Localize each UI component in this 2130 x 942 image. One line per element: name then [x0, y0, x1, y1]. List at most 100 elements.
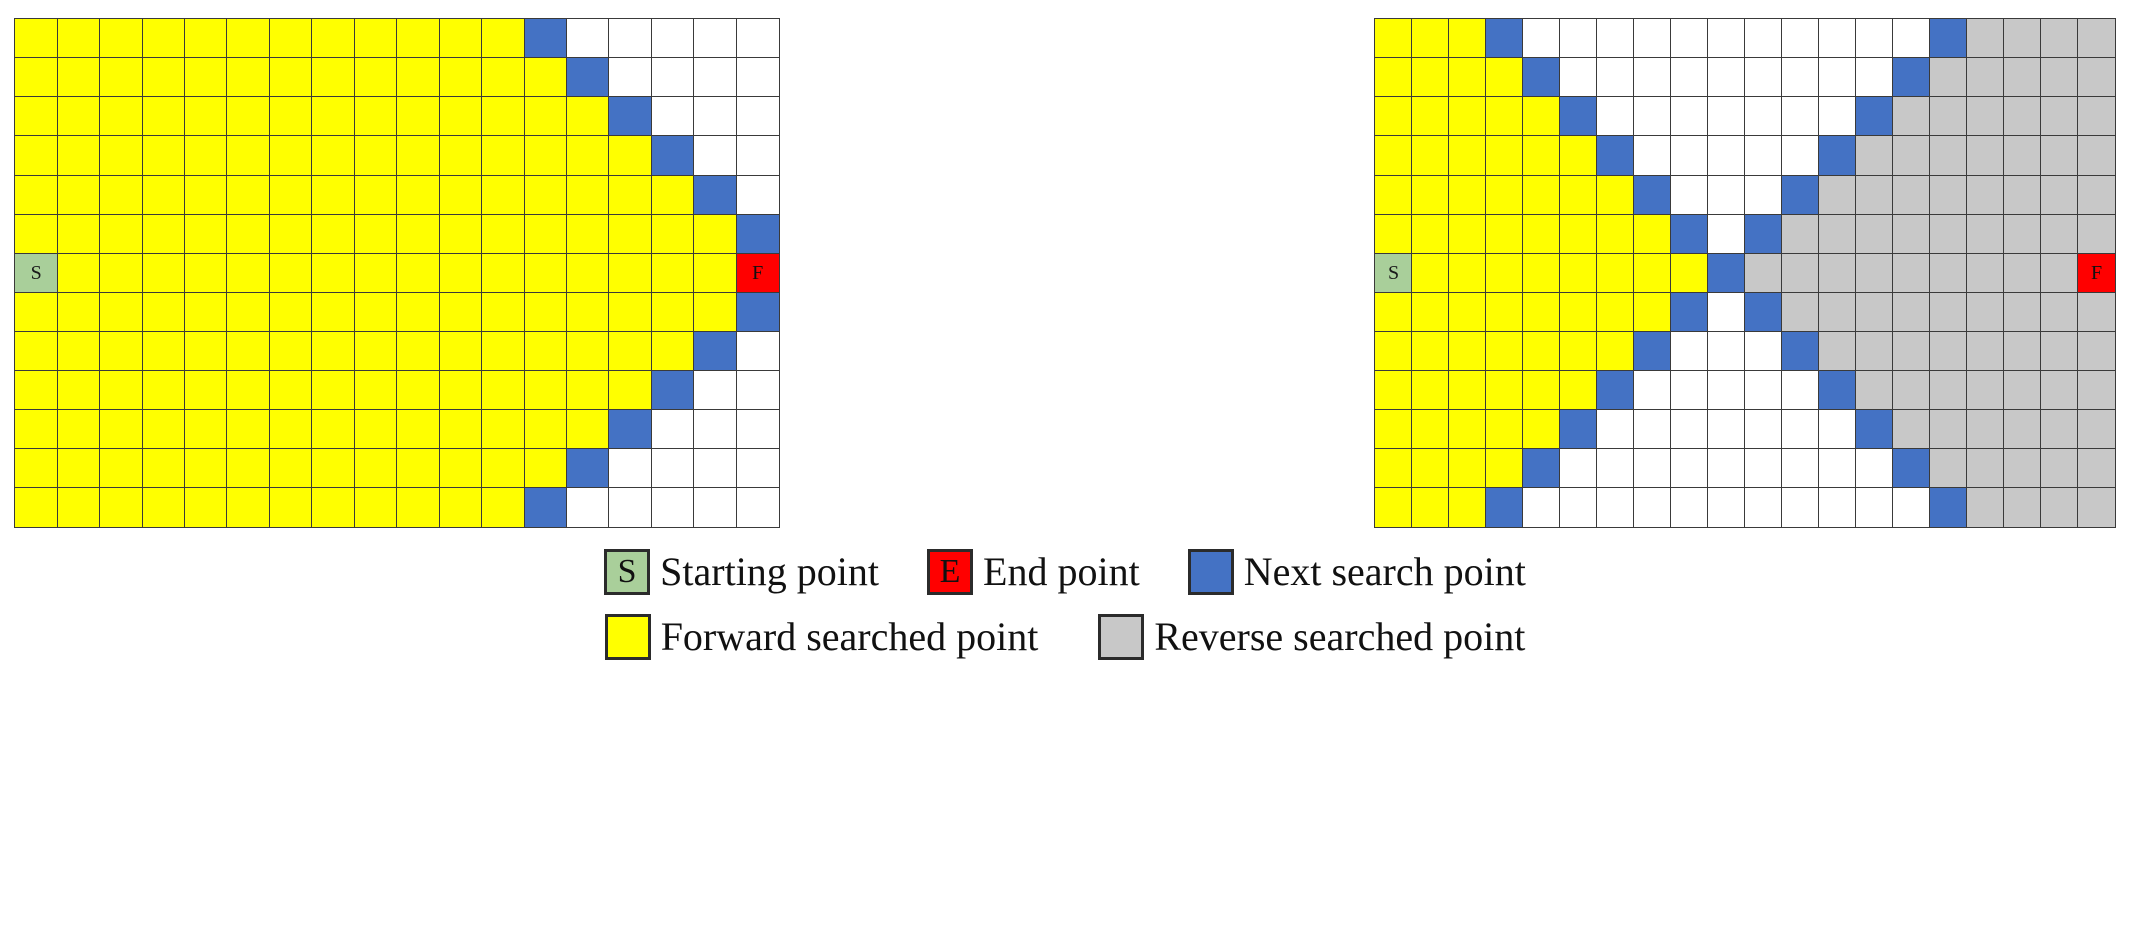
- forward-searched-cell: [396, 135, 441, 176]
- forward-searched-cell: [99, 369, 144, 411]
- legend-reverse-searched-point-label: Reverse searched point: [1154, 614, 1526, 659]
- unsearched-cell: [1596, 447, 1635, 489]
- unsearched-cell: [1633, 487, 1672, 528]
- reverse-searched-cell: [2077, 57, 2116, 98]
- forward-searched-cell: [14, 18, 59, 59]
- forward-searched-cell: [226, 291, 271, 333]
- next-search-cell: [1929, 18, 1968, 59]
- forward-searched-cell: [565, 213, 610, 255]
- reverse-searched-cell: [1781, 291, 1820, 333]
- unsearched-cell: [735, 174, 780, 216]
- forward-searched-cell: [523, 330, 568, 372]
- reverse-searched-cell: [1892, 408, 1931, 450]
- next-search-cell: [1855, 408, 1894, 450]
- forward-searched-cell: [184, 487, 228, 528]
- next-search-cell: [1485, 487, 1524, 528]
- forward-searched-cell: [268, 96, 313, 137]
- forward-searched-cell: [396, 330, 441, 372]
- unsearched-cell: [1596, 487, 1635, 528]
- reverse-searched-cell: [2077, 18, 2116, 59]
- forward-searched-cell: [56, 174, 101, 216]
- forward-searched-cell: [1522, 330, 1561, 372]
- forward-searched-cell: [141, 369, 186, 411]
- unsearched-cell: [1670, 330, 1709, 372]
- reverse-searched-cell: [1966, 408, 2005, 450]
- forward-searched-cell: [523, 447, 568, 489]
- unsearched-cell: [693, 487, 738, 528]
- forward-searched-cell: [353, 330, 398, 372]
- unsearched-cell: [1707, 330, 1746, 372]
- next-search-cell: [693, 330, 738, 372]
- reverse-searched-cell: [1966, 57, 2005, 98]
- unsearched-cell: [1744, 18, 1783, 59]
- reverse-searched-cell: [1855, 369, 1894, 411]
- end-marker-label: F: [752, 261, 764, 284]
- forward-searched-cell: [353, 213, 398, 255]
- reverse-searched-cell: [1966, 330, 2005, 372]
- unsearched-cell: [1744, 135, 1783, 176]
- forward-searched-cell: [1485, 174, 1524, 216]
- forward-searched-cell: [438, 96, 483, 137]
- legend-end-point-label: End point: [983, 549, 1140, 594]
- forward-searched-cell: [311, 96, 356, 137]
- forward-searched-cell: [481, 447, 525, 489]
- forward-searched-cell: [396, 291, 441, 333]
- forward-searched-cell: [184, 213, 228, 255]
- forward-searched-cell: [438, 369, 483, 411]
- unsearched-cell: [1744, 369, 1783, 411]
- reverse-searched-cell: [2040, 447, 2079, 489]
- forward-searched-cell: [481, 57, 525, 98]
- reverse-searched-cell: [1966, 447, 2005, 489]
- forward-searched-cell: [353, 135, 398, 176]
- unsearched-cell: [1596, 408, 1635, 450]
- forward-searched-cell: [141, 487, 186, 528]
- unsearched-cell: [1781, 487, 1820, 528]
- forward-searched-cell: [14, 57, 59, 98]
- unsearched-cell: [1633, 96, 1672, 137]
- forward-searched-cell: [1485, 96, 1524, 137]
- end-cell: F: [735, 252, 780, 294]
- forward-searched-cell: [438, 213, 483, 255]
- unsearched-cell: [608, 487, 653, 528]
- reverse-searched-cell: [1929, 213, 1968, 255]
- forward-searched-cell: [1374, 135, 1413, 176]
- forward-searched-cell: [608, 135, 653, 176]
- forward-searched-cell: [184, 447, 228, 489]
- unsearched-cell: [1559, 57, 1598, 98]
- forward-searched-cell: [1522, 252, 1561, 294]
- forward-searched-cell: [1374, 408, 1413, 450]
- reverse-searched-cell: [2040, 291, 2079, 333]
- reverse-searched-cell: [2040, 96, 2079, 137]
- reverse-searched-cell: [1966, 213, 2005, 255]
- unsearched-cell: [693, 135, 738, 176]
- forward-searched-cell: [311, 447, 356, 489]
- forward-searched-cell: [184, 57, 228, 98]
- forward-searched-cell: [565, 252, 610, 294]
- reverse-searched-cell: [2003, 369, 2042, 411]
- next-search-cell: [693, 174, 738, 216]
- unsearched-cell: [1633, 57, 1672, 98]
- unsearched-cell: [1744, 447, 1783, 489]
- forward-searched-cell: [99, 291, 144, 333]
- reverse-searched-cell: [2003, 447, 2042, 489]
- end-marker-label: F: [2090, 261, 2103, 284]
- forward-searched-cell: [1485, 135, 1524, 176]
- reverse-searched-cell: [1929, 174, 1968, 216]
- forward-searched-cell: [1559, 213, 1598, 255]
- forward-searched-cell: [268, 369, 313, 411]
- forward-searched-cell: [1411, 135, 1450, 176]
- forward-searched-cell: [226, 408, 271, 450]
- reverse-searched-cell: [1818, 174, 1857, 216]
- forward-searched-cell: [141, 252, 186, 294]
- forward-searched-cell: [1374, 487, 1413, 528]
- reverse-searched-cell: [2003, 213, 2042, 255]
- unsearched-cell: [1596, 96, 1635, 137]
- forward-searched-cell: [608, 213, 653, 255]
- reverse-searched-cell: [2077, 408, 2116, 450]
- forward-searched-cell: [396, 57, 441, 98]
- next-search-cell: [1596, 135, 1635, 176]
- forward-searched-cell: [396, 174, 441, 216]
- start-marker-label: S: [1387, 261, 1400, 284]
- forward-searched-cell: [184, 18, 228, 59]
